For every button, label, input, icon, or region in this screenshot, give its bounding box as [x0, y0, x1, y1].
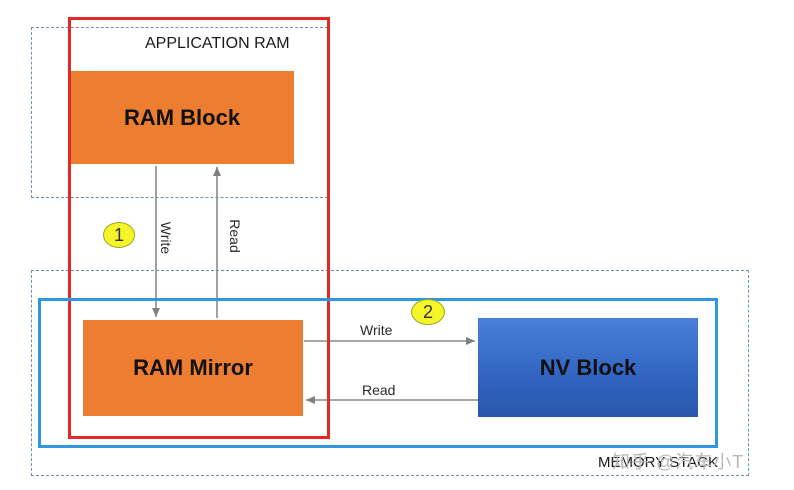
ram-block-label: RAM Block	[123, 104, 241, 130]
nv-block-label: NV Block	[539, 354, 637, 380]
memory-stack-region	[31, 270, 749, 476]
memory-stack-title: MEMORY STACK	[598, 454, 719, 471]
ram-mirror-block: RAM Mirror	[83, 320, 303, 416]
step-badge-1-text: 1	[113, 224, 124, 245]
red-highlight-frame	[68, 17, 330, 439]
application-ram-title: APPLICATION RAM	[145, 35, 290, 52]
step-badge-1: 1	[103, 222, 135, 248]
write-arrow-right-label: Write	[360, 322, 393, 338]
watermark: 知乎 @汽车小T	[612, 452, 745, 472]
step-badge-2: 2	[411, 299, 445, 325]
blue-highlight-frame	[38, 298, 718, 448]
ram-mirror-label: RAM Mirror	[133, 355, 253, 380]
read-arrow-left-label: Read	[362, 382, 396, 398]
step-badge-2-text: 2	[422, 301, 433, 322]
ram-block: RAM Block	[70, 71, 294, 164]
nv-block: NV Block	[478, 318, 698, 417]
